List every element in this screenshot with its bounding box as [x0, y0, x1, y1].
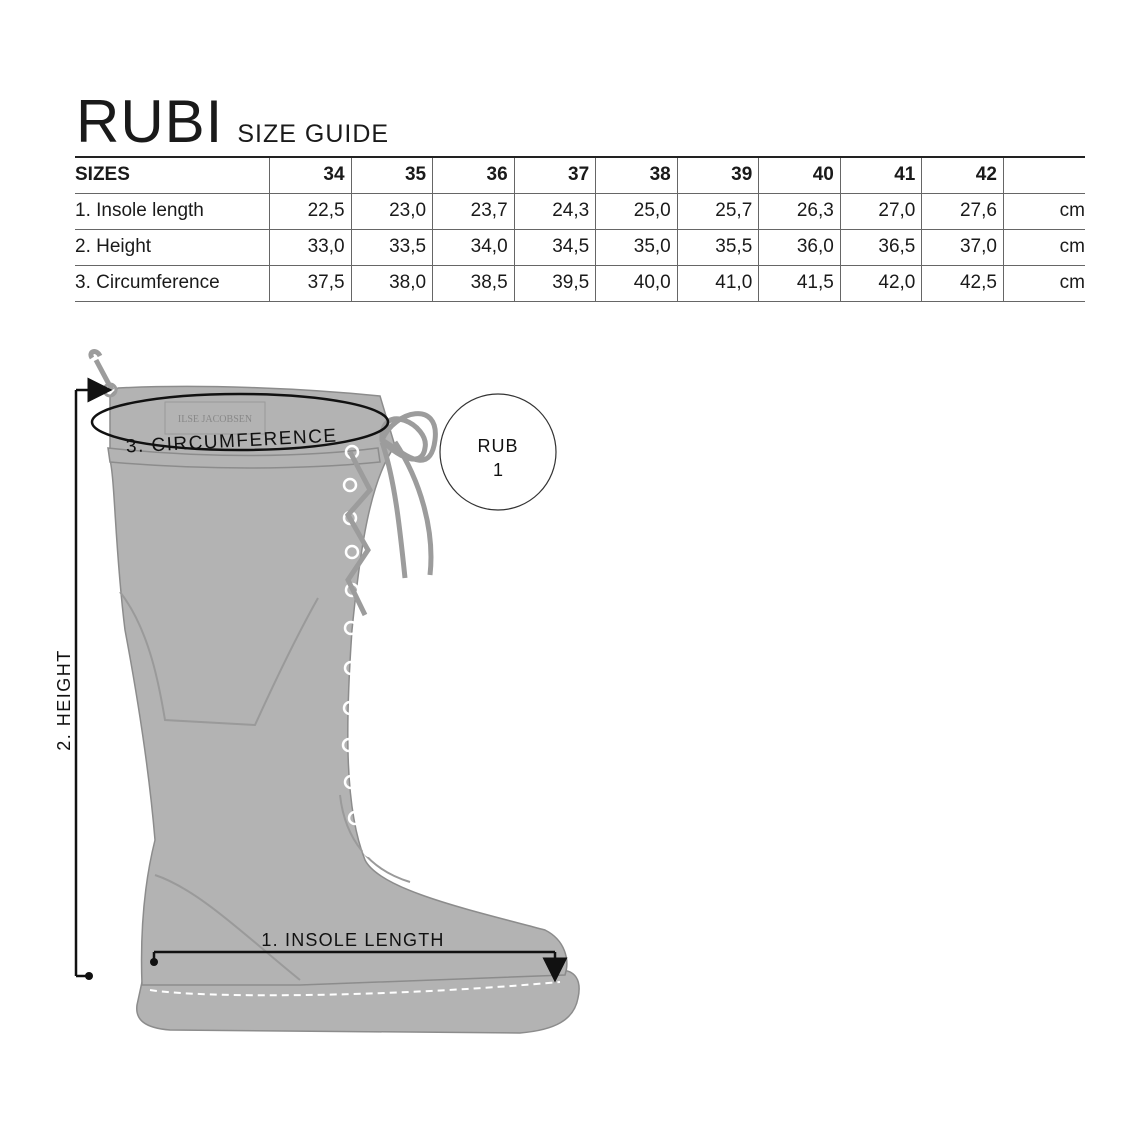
- model-badge-line1: RUB: [477, 436, 518, 456]
- table-cell: 36,5: [840, 229, 923, 266]
- unit-cell: cm: [1003, 229, 1085, 266]
- model-badge: [439, 393, 557, 511]
- unit-col-header: [1003, 157, 1085, 194]
- page-title: RUBI SIZE GUIDE: [76, 92, 389, 152]
- sole-stitching: [149, 981, 561, 997]
- lace: [344, 450, 374, 617]
- table-row: 1. Insole length 22,5 23,0 23,7 24,3 25,…: [75, 193, 1085, 230]
- lace-end-left: [379, 441, 408, 579]
- eyelet: [341, 737, 357, 753]
- table-cell: 35,0: [595, 229, 678, 266]
- table-cell: 37,0: [921, 229, 1004, 266]
- size-guide-subtitle: SIZE GUIDE: [237, 120, 390, 148]
- boot-seam-curve: [119, 591, 319, 727]
- table-cell: 22,5: [269, 193, 352, 230]
- circumference-loop: [90, 392, 390, 452]
- table-cell: 38,5: [432, 265, 515, 302]
- boot-collar-band: [107, 447, 381, 469]
- table-cell: 24,3: [514, 193, 597, 230]
- table-cell: 37,5: [269, 265, 352, 302]
- eyelet: [344, 544, 360, 560]
- lace-bow-loop: [379, 411, 438, 463]
- eyelet: [343, 774, 359, 790]
- table-header-row: SIZES 34 35 36 37 38 39 40 41 42: [75, 157, 1085, 194]
- row-label: 3. Circumference: [75, 265, 270, 302]
- size-col-header: 40: [758, 157, 841, 194]
- size-table: SIZES 34 35 36 37 38 39 40 41 42 1. Inso…: [75, 156, 1085, 302]
- table-cell: 36,0: [758, 229, 841, 266]
- model-badge-line2: 1: [493, 460, 503, 480]
- table-cell: 23,7: [432, 193, 515, 230]
- table-cell: 33,5: [351, 229, 434, 266]
- boot-seam-vamp: [154, 874, 301, 981]
- table-cell: 26,3: [758, 193, 841, 230]
- eyelet-group: [341, 444, 378, 858]
- eyelet: [347, 810, 363, 826]
- table-row: 3. Circumference 37,5 38,0 38,5 39,5 40,…: [75, 265, 1085, 302]
- row-label: 2. Height: [75, 229, 270, 266]
- table-cell: 40,0: [595, 265, 678, 302]
- table-cell: 41,0: [677, 265, 760, 302]
- eyelet: [343, 620, 359, 636]
- size-col-header: 38: [595, 157, 678, 194]
- size-col-header: 36: [432, 157, 515, 194]
- size-col-header: 39: [677, 157, 760, 194]
- table-cell: 25,7: [677, 193, 760, 230]
- table-row: 2. Height 33,0 33,5 34,0 34,5 35,0 35,5 …: [75, 229, 1085, 266]
- table-cell: 34,5: [514, 229, 597, 266]
- boot-seam-back: [339, 794, 411, 883]
- lace-end-right: [392, 440, 434, 576]
- table-cell: 33,0: [269, 229, 352, 266]
- table-cell: 25,0: [595, 193, 678, 230]
- eyelet: [342, 477, 358, 493]
- size-col-header: 41: [840, 157, 923, 194]
- size-col-header: 34: [269, 157, 352, 194]
- brand-patch: [164, 401, 266, 435]
- table-cell: 27,0: [840, 193, 923, 230]
- height-end-dot: [85, 972, 93, 980]
- insole-label: 1. INSOLE LENGTH: [261, 930, 444, 950]
- table-cell: 39,5: [514, 265, 597, 302]
- unit-cell: cm: [1003, 193, 1085, 230]
- eyelet: [343, 660, 359, 676]
- height-label: 2. HEIGHT: [54, 649, 74, 751]
- table-cell: 27,6: [921, 193, 1004, 230]
- table-cell: 23,0: [351, 193, 434, 230]
- table-cell: 34,0: [432, 229, 515, 266]
- brand-label: ILSE JACOBSEN: [178, 414, 252, 425]
- table-cell: 38,0: [351, 265, 434, 302]
- product-name: RUBI: [76, 88, 224, 155]
- row-label: 1. Insole length: [75, 193, 270, 230]
- size-col-header: 35: [351, 157, 434, 194]
- table-cell: 35,5: [677, 229, 760, 266]
- size-col-header: 42: [921, 157, 1004, 194]
- boot-diagram: ILSE JACOBSEN 3. CIRCUMFERENCE 2. HEIGHT…: [54, 349, 580, 1034]
- eyelet: [362, 842, 378, 858]
- table-cell: 41,5: [758, 265, 841, 302]
- size-col-header: 37: [514, 157, 597, 194]
- unit-cell: cm: [1003, 265, 1085, 302]
- header-label: SIZES: [75, 157, 270, 194]
- table-cell: 42,0: [840, 265, 923, 302]
- eyelet: [342, 700, 358, 716]
- table-cell: 42,5: [921, 265, 1004, 302]
